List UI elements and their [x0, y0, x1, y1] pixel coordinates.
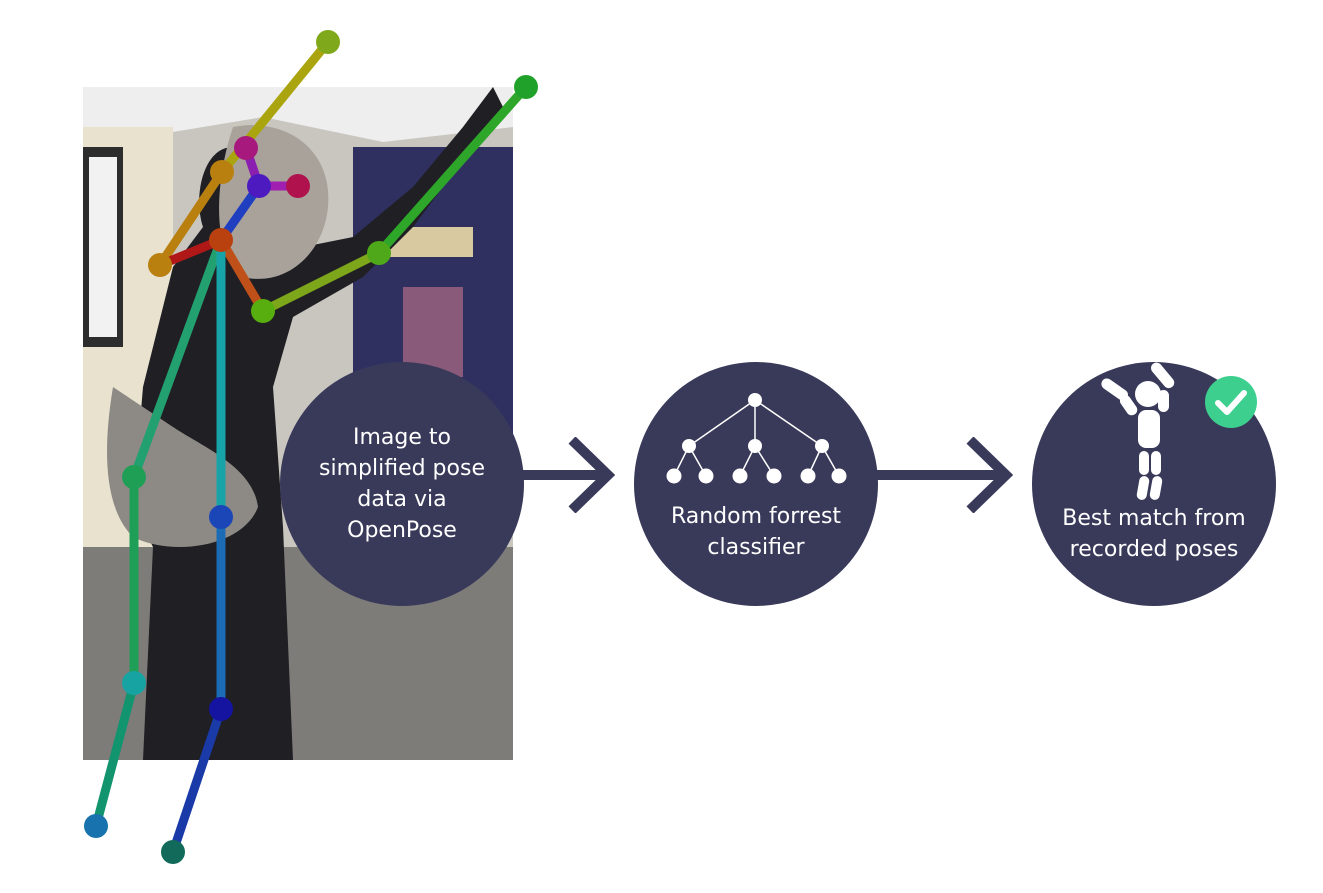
check-badge-icon [1205, 376, 1257, 428]
skeleton-joint [84, 814, 108, 838]
step-classifier-circle: Random forrest classifier [634, 362, 878, 606]
step-classifier-label: Random forrest classifier [670, 504, 842, 560]
step-openpose-circle: Image to simplified pose data via OpenPo… [280, 362, 524, 606]
skeleton-joint [161, 840, 185, 864]
arrow-right-icon [522, 437, 616, 513]
step-best-match-circle: Best match from recorded poses [1032, 362, 1276, 606]
step-best-match-label: Best match from recorded poses [1062, 506, 1246, 562]
arrow-right-icon [876, 437, 1014, 513]
tree-icon [666, 393, 847, 484]
step-openpose-label: Image to simplified pose data via OpenPo… [319, 425, 485, 543]
skeleton-joint [514, 75, 538, 99]
pose-figure-icon [1101, 362, 1175, 500]
skeleton-joint [316, 30, 340, 54]
